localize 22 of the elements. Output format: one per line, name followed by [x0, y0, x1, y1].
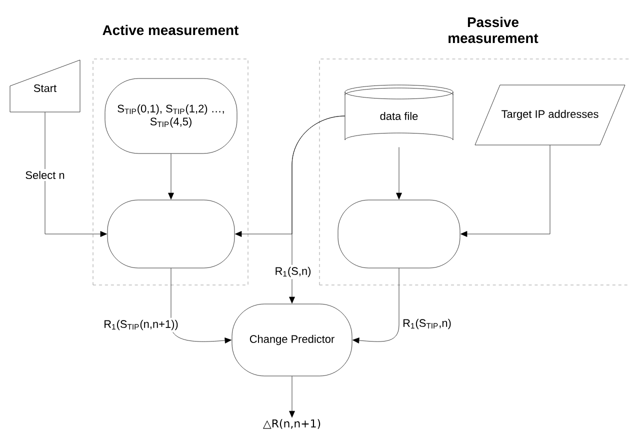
- edge-label: R$_{1}$(S$_{TIP}$,n): [400, 316, 454, 332]
- node-label: data file: [380, 112, 418, 120]
- arrow: [289, 376, 295, 418]
- arrow: [44, 112, 107, 237]
- process-terminal: S$_{TIP}$(0,1), S$_{TIP}$(1,2) …, S$_{TIP}$(4,5): [104, 78, 238, 154]
- arrow: [289, 116, 345, 304]
- arrow: [396, 147, 402, 200]
- process-terminal: [338, 200, 460, 268]
- data-parallelogram: Target IP addresses: [474, 84, 626, 146]
- process-terminal: [107, 200, 235, 268]
- arrow: [170, 268, 232, 344]
- arrow: [168, 154, 174, 200]
- arrow: [352, 268, 400, 344]
- node-label: Active measurement: [102, 24, 239, 36]
- arrow: [460, 145, 550, 237]
- edge-label: R$_{1}$(S$_{TIP}$(n,n+1)): [102, 318, 180, 332]
- database-cylinder: data file: [344, 84, 454, 140]
- output-label: △R(n,n+1): [262, 419, 320, 429]
- node-label: Passive measurement: [448, 16, 538, 44]
- process-terminal: Change Predictor: [232, 304, 352, 376]
- edge-label: R$_{1}$(S,n): [272, 264, 314, 280]
- edge-label: Select n: [23, 168, 67, 182]
